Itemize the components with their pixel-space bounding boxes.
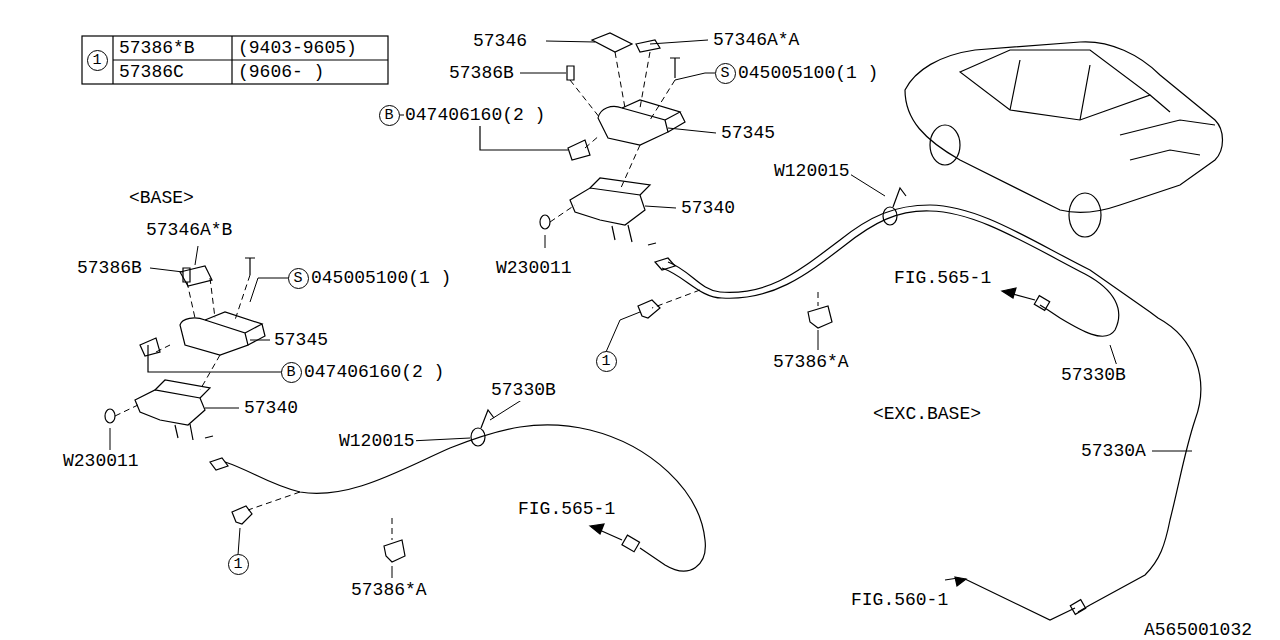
hidden-line: [115, 275, 392, 540]
callout-circle: S: [715, 63, 736, 84]
part-label: 57345: [273, 329, 329, 351]
part-label: 57386C: [118, 61, 185, 83]
callout-circle: 1: [596, 351, 617, 372]
leader-line: [675, 73, 715, 80]
arrowhead: [955, 577, 966, 586]
leader-line: [110, 40, 1192, 578]
callout-number: 1: [92, 53, 101, 68]
part-label: W120015: [338, 430, 416, 452]
part-label: W230011: [62, 450, 140, 472]
leader-line: [250, 278, 292, 302]
part-label: W120015: [773, 160, 851, 182]
part-label: W230011: [495, 257, 573, 279]
callout-circle: 1: [87, 50, 108, 71]
part-label: 57346: [472, 30, 528, 52]
part-label: 045005100(1 ): [310, 267, 452, 289]
part-label: FIG.565-1: [893, 267, 992, 289]
table-frame: [82, 36, 388, 84]
part-label: <EXC.BASE>: [872, 403, 982, 425]
callout-circle: S: [288, 268, 309, 289]
part-label: FIG.560-1: [850, 589, 949, 611]
arrowhead: [1002, 288, 1016, 298]
cable: [225, 410, 705, 571]
part-label: A565001032: [1143, 619, 1253, 640]
arrowhead: [590, 524, 604, 534]
part-label: 57386*A: [350, 579, 428, 601]
cable: [662, 188, 1201, 614]
part-label: 57330A: [1080, 440, 1147, 462]
part-label: 57330B: [1060, 364, 1127, 386]
lever-assembly: [105, 258, 405, 562]
callout-circle: 1: [228, 554, 249, 575]
callout-number: 1: [233, 557, 242, 572]
part-label: 57386*A: [772, 351, 850, 373]
part-label: 57340: [243, 397, 299, 419]
callout-number: 1: [601, 354, 610, 369]
part-label: (9403-9605): [237, 37, 358, 59]
part-label: 57330B: [490, 379, 557, 401]
part-label: <BASE>: [128, 187, 195, 209]
part-label: 57340: [680, 197, 736, 219]
part-label: 047406160(2 ): [303, 361, 445, 383]
part-label: 57346A*B: [145, 219, 233, 241]
callout-number: B: [384, 108, 393, 123]
part-label: (9606- ): [237, 61, 325, 83]
part-label: 047406160(2 ): [404, 104, 546, 126]
callout-number: S: [293, 271, 302, 286]
part-label: 57386B: [76, 257, 143, 279]
part-label: FIG.565-1: [517, 498, 616, 520]
leader-line: [148, 345, 282, 372]
part-label: 57345: [720, 122, 776, 144]
callout-circle: B: [379, 105, 400, 126]
callout-circle: B: [281, 362, 302, 383]
part-label: 57346A*A: [712, 29, 800, 51]
callout-number: B: [286, 365, 295, 380]
part-label: 57386*B: [118, 37, 196, 59]
part-label: 045005100(1 ): [737, 62, 879, 84]
part-label: 57386B: [448, 62, 515, 84]
callout-number: S: [720, 66, 729, 81]
leader-line: [965, 579, 1075, 620]
